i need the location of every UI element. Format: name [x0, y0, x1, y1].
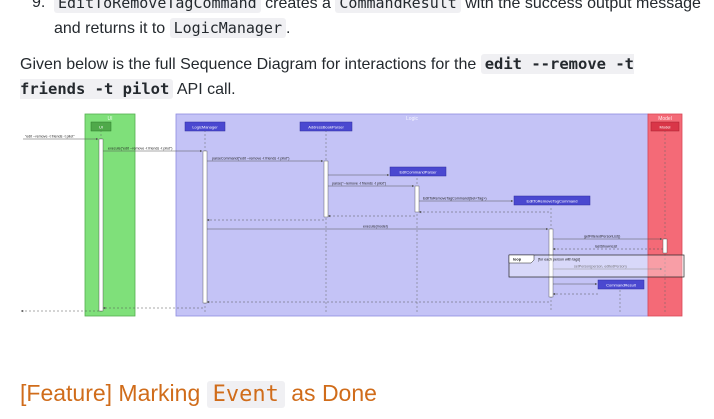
list-text: . [286, 20, 291, 37]
list-number: 9. [32, 0, 46, 11]
activation-ui [98, 138, 104, 312]
loop-guard: [for each person with tags] [538, 258, 580, 262]
loop-fragment [508, 254, 685, 278]
participant-command-result-label: CommandResult [606, 283, 637, 288]
activation-logic-manager [202, 150, 208, 304]
participant-address-book-parser-label: AddressBookParser [308, 125, 344, 130]
list-text: creates a [260, 0, 336, 12]
participant-ui [90, 121, 112, 132]
message-last-shown-list: lastShownList [595, 245, 617, 249]
message-execute-model: execute(model) [363, 225, 388, 229]
logic-frame [175, 113, 649, 317]
ui-frame [84, 113, 136, 317]
ui-frame-label: UI [108, 116, 113, 122]
participant-logic-manager-label: LogicManager [192, 125, 218, 130]
participant-ui-label: UI [99, 125, 103, 130]
list-text: with the success output message and retu… [54, 0, 701, 37]
sequence-diagram-intro: Given below is the full Sequence Diagram… [20, 52, 700, 102]
para-text: Given below is the full Sequence Diagram… [20, 56, 481, 73]
message-create-command: EditToRemoveTagCommand(Set<Tag>) [423, 197, 487, 201]
list-item-body: EditToRemoveTagCommand creates a Command… [54, 0, 702, 41]
activation-address-book-parser [323, 160, 329, 218]
para-text: API call. [173, 81, 236, 98]
inline-code-logic-manager: LogicManager [169, 18, 286, 38]
message-execute: execute("edit --remove -t friends -t pil… [108, 147, 172, 151]
inline-code-event: Event [206, 381, 285, 408]
loop-label: loop [513, 258, 522, 262]
participant-command-result [597, 279, 645, 290]
participant-model [650, 121, 680, 132]
participant-edit-command-parser [389, 166, 447, 177]
heading-text: as Done [284, 380, 377, 406]
participant-edit-to-remove-tag-command [513, 195, 591, 206]
participant-edit-command-parser-label: EditCommandParser [399, 170, 437, 175]
section-heading: [Feature] Marking Event as Done [20, 378, 377, 410]
message-user-input: "edit --remove -t friends -t pilot" [25, 135, 75, 139]
sequence-diagram: UI Logic Model UI LogicManager AddressBo… [20, 113, 685, 317]
message-parse-command: parseCommand("edit --remove -t friends -… [212, 157, 289, 161]
inline-code-command-result: CommandResult [335, 0, 461, 13]
message-parse: parse("--remove -t friends -t pilot") [332, 182, 386, 186]
message-get-filtered-person-list: getFilteredPersonList() [584, 235, 620, 239]
loop-fragment-tab [508, 254, 535, 264]
participant-edit-to-remove-tag-command-label: EditToRemoveTagCommand [527, 199, 578, 204]
participant-address-book-parser [299, 121, 353, 132]
participant-model-label: Model [660, 125, 671, 130]
activation-edit-to-remove-tag-command [548, 228, 554, 298]
logic-frame-label: Logic [406, 116, 418, 122]
message-set-person: setPerson(person, editedPerson) [574, 265, 627, 269]
model-frame-label: Model [658, 116, 672, 122]
activation-model [662, 238, 668, 254]
list-item-9: 9. EditToRemoveTagCommand creates a Comm… [32, 0, 702, 41]
heading-text: [Feature] Marking [20, 380, 207, 406]
participant-logic-manager [184, 121, 226, 132]
inline-code-edit-to-remove-tag-command: EditToRemoveTagCommand [54, 0, 261, 13]
activation-edit-command-parser [414, 185, 420, 213]
